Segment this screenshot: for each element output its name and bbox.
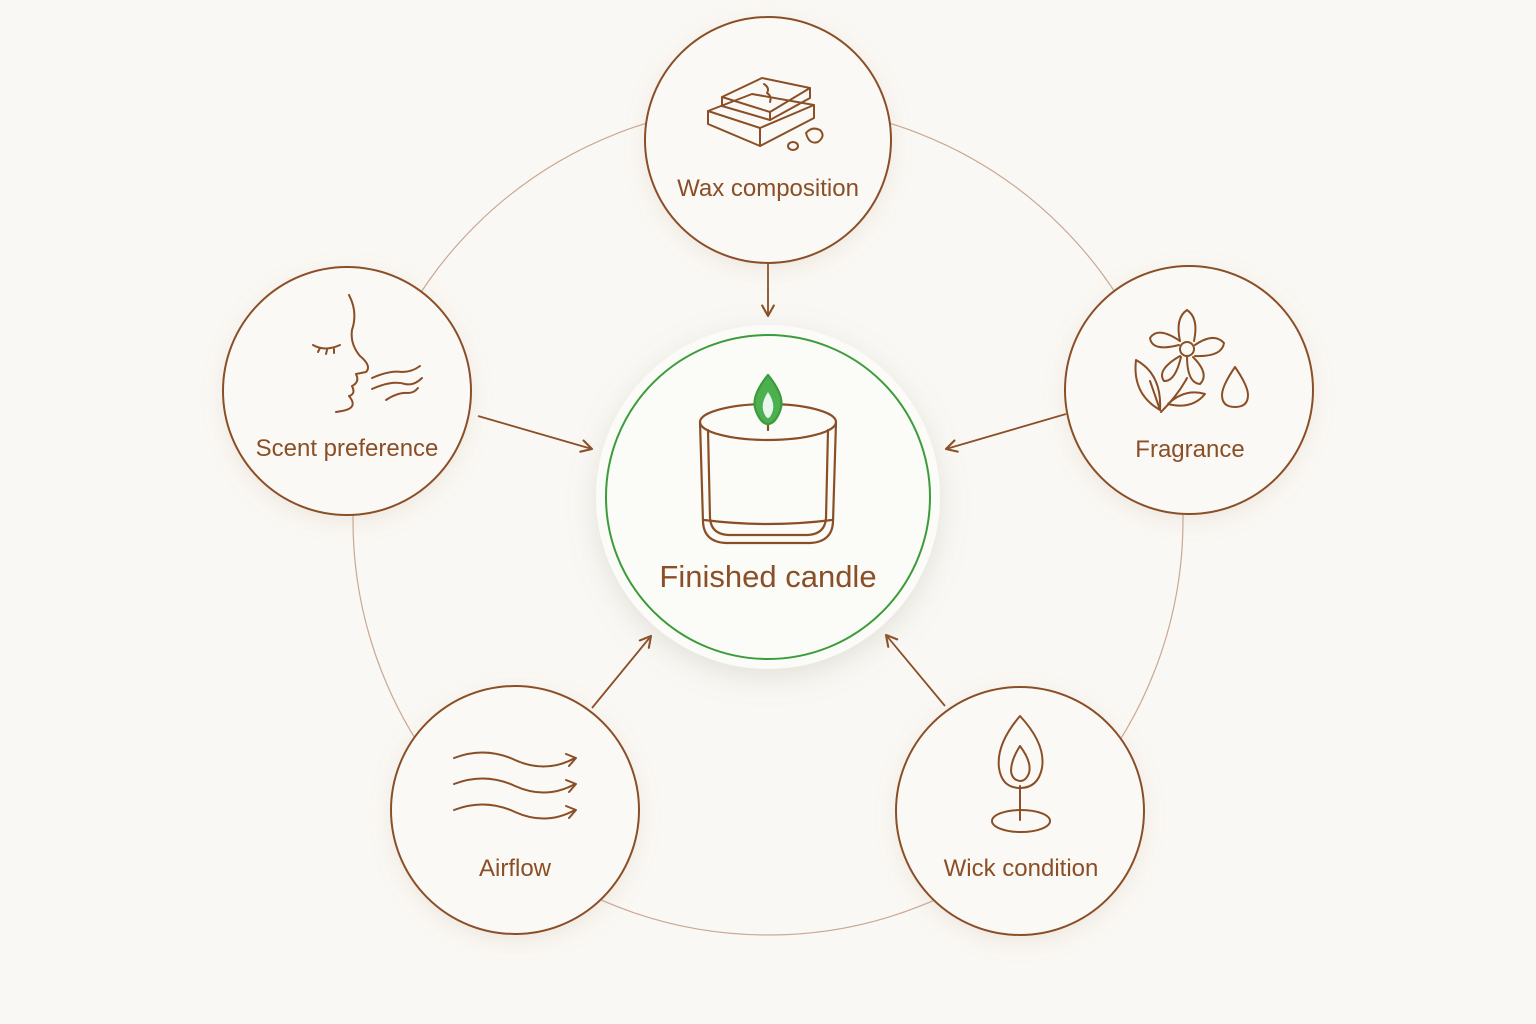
wind-arrows-icon <box>453 751 577 820</box>
node-circle <box>222 266 472 516</box>
face-smell-icon <box>312 294 423 413</box>
node-label: Wax composition <box>677 175 859 202</box>
node-airflow: Airflow <box>390 685 640 935</box>
node-label: Wick condition <box>944 855 1099 882</box>
node-fragrance: Fragrance <box>1064 265 1314 515</box>
wax-blocks-icon <box>707 77 824 151</box>
center-node: Finished candle <box>596 325 940 669</box>
node-circle <box>390 685 640 935</box>
node-label: Fragrance <box>1135 436 1244 463</box>
node-scent-preference: Scent preference <box>222 266 472 516</box>
wick-flame-icon <box>991 715 1051 833</box>
node-wax-composition: Wax composition <box>644 16 892 264</box>
center-circle <box>605 334 931 660</box>
center-label: Finished candle <box>659 559 876 594</box>
node-label: Airflow <box>479 855 552 882</box>
arrow-wick <box>884 633 946 707</box>
arrow-airflow <box>591 634 653 709</box>
flower-drop-icon <box>1134 309 1249 413</box>
arrows <box>477 262 1067 709</box>
arrow-fragrance <box>944 413 1067 453</box>
node-circle <box>644 16 892 264</box>
node-wick-condition: Wick condition <box>895 686 1145 936</box>
arrow-scent <box>477 415 594 453</box>
node-label: Scent preference <box>256 435 439 462</box>
node-circle <box>1064 265 1314 515</box>
candle-jar-icon <box>698 373 838 545</box>
